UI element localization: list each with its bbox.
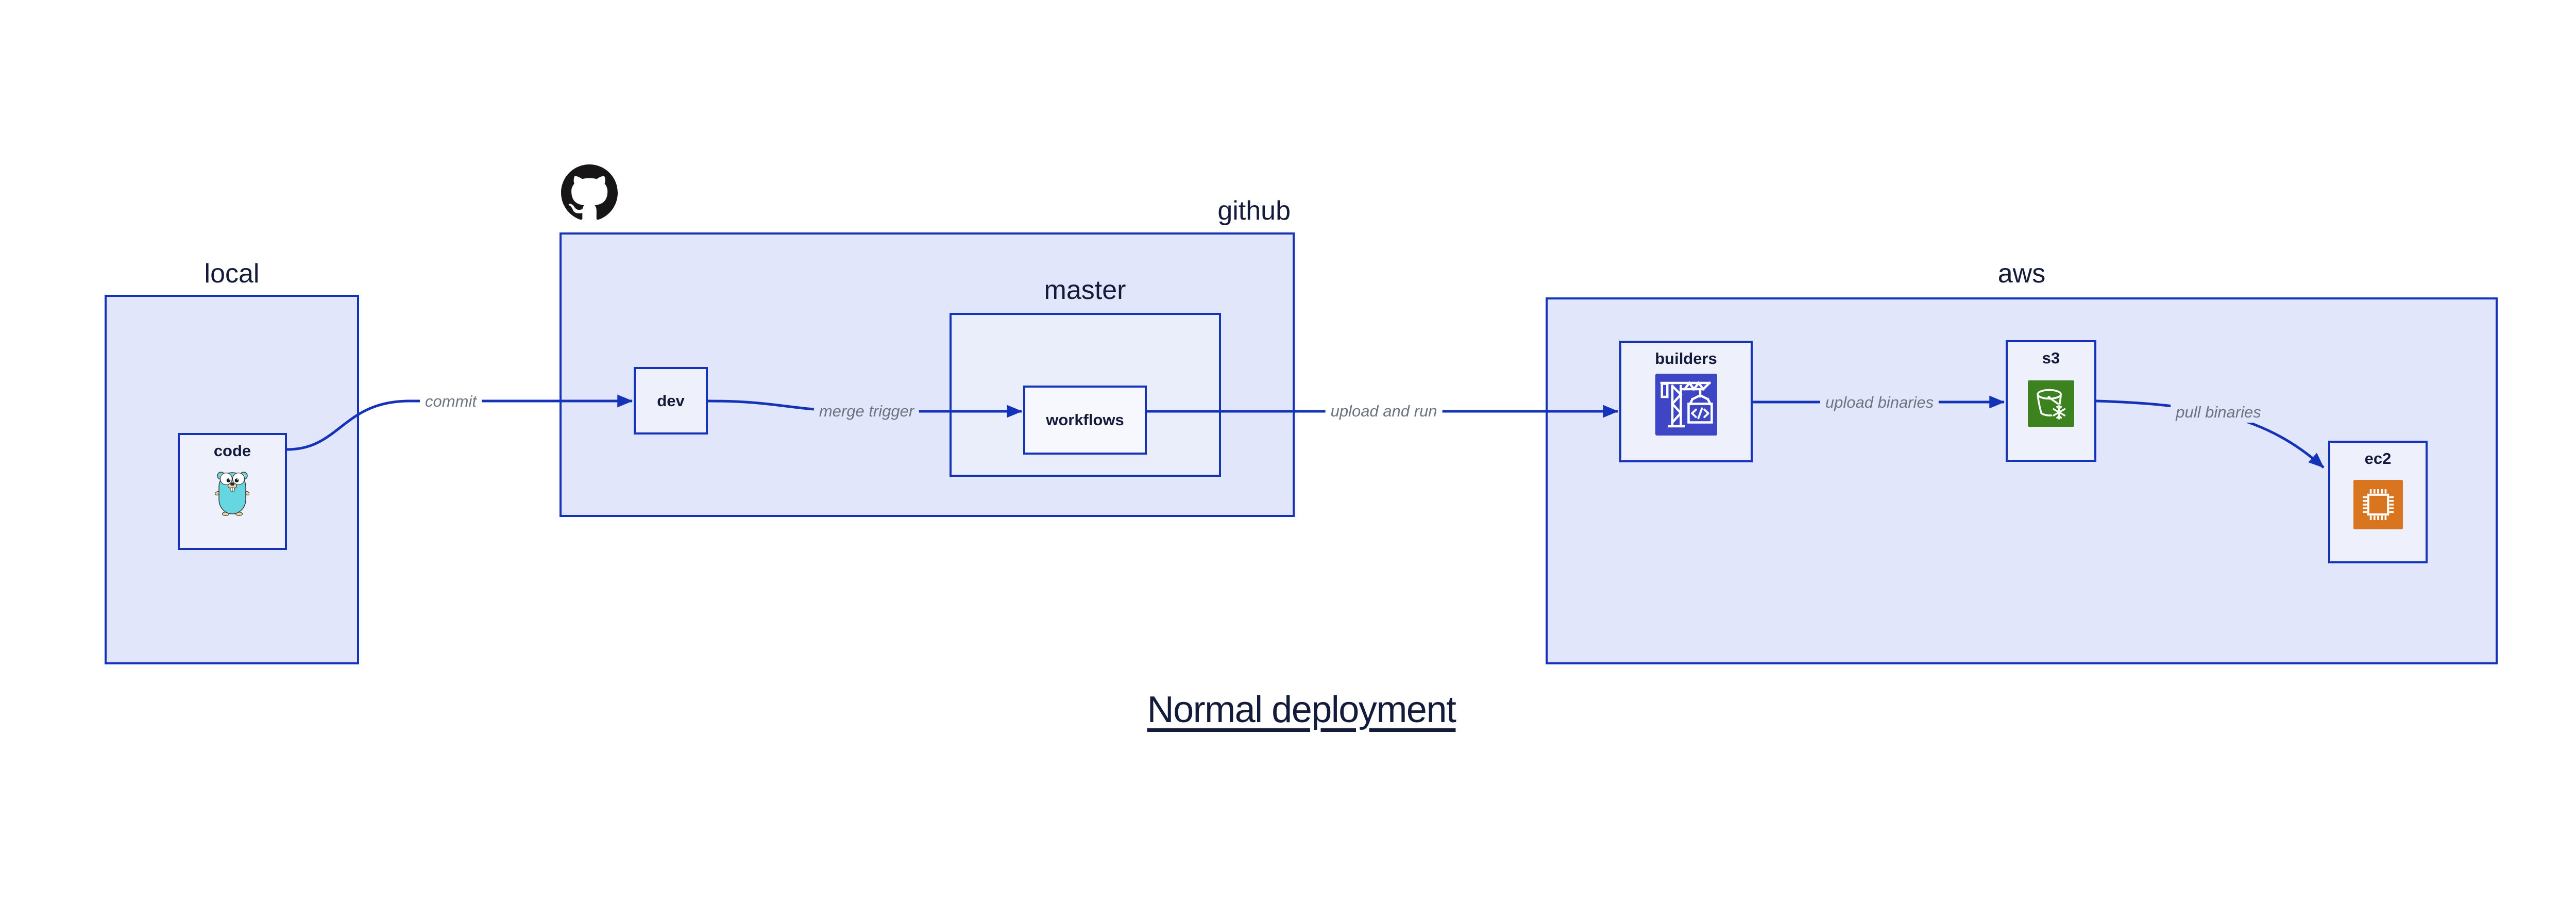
node-s3: s3	[2006, 340, 2096, 462]
edge-label-merge-trigger: merge trigger	[814, 401, 920, 422]
node-dev: dev	[634, 367, 708, 435]
node-ec2: ec2	[2328, 441, 2428, 563]
node-label-ec2: ec2	[2364, 449, 2392, 467]
node-workflows: workflows	[1023, 386, 1147, 455]
ec2-chip-icon	[2353, 480, 2403, 529]
node-code: code	[178, 433, 287, 550]
node-label-s3: s3	[2042, 349, 2060, 367]
edge-label-upload-and-run: upload and run	[1325, 401, 1443, 422]
node-label-builders: builders	[1655, 349, 1717, 368]
codebuild-crane-icon	[1655, 374, 1717, 436]
group-label-github: github	[1217, 196, 1291, 226]
group-label-aws: aws	[1997, 259, 2046, 289]
node-builders: builders	[1619, 341, 1753, 462]
group-label-local: local	[204, 259, 260, 289]
edge-label-upload-binaries: upload binaries	[1820, 392, 1939, 413]
github-octocat-icon	[561, 164, 618, 220]
node-label-dev: dev	[657, 391, 685, 410]
group-label-master: master	[1044, 275, 1126, 305]
node-label-workflows: workflows	[1046, 411, 1124, 429]
go-gopher-icon	[215, 472, 249, 516]
edge-label-pull-binaries: pull binaries	[2171, 402, 2266, 423]
node-label-code: code	[213, 442, 251, 460]
s3-bucket-icon	[2028, 380, 2074, 427]
diagram-title: Normal deployment	[1147, 689, 1456, 730]
edge-label-commit: commit	[420, 391, 482, 412]
